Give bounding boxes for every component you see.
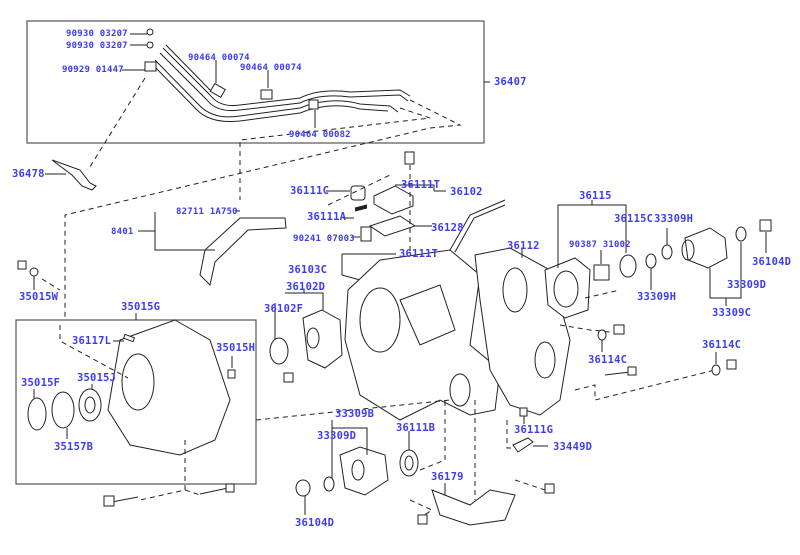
part-label-36111b[interactable]: 36111B: [396, 422, 436, 434]
part-label-90464-00074-b[interactable]: 90464 00074: [240, 63, 302, 73]
part-label-36117l[interactable]: 36117L: [72, 335, 112, 347]
bracket-36478: [51, 159, 97, 191]
part-label-90930-03207-a[interactable]: 90930 03207: [66, 29, 128, 39]
bolt-icon: [225, 483, 235, 493]
retainer-36102d: [302, 309, 343, 369]
washer-35015w: [29, 267, 39, 277]
part-label-36111g[interactable]: 36111G: [514, 424, 554, 436]
part-label-36104d-lower[interactable]: 36104D: [295, 517, 335, 529]
extension-36115: [544, 257, 591, 319]
part-label-90241-07003[interactable]: 90241 07003: [293, 234, 355, 244]
seal-36102f: [269, 337, 289, 365]
part-label-90464-00074-a[interactable]: 90464 00074: [188, 53, 250, 63]
part-label-90464-00082[interactable]: 90464 00082: [289, 130, 351, 140]
bracket-8401: [199, 217, 287, 287]
seal-36111b: [399, 449, 419, 477]
flange-33309c: [684, 227, 728, 269]
bolt-icon: [103, 495, 115, 507]
clamp-icon: [144, 61, 157, 72]
part-label-36102[interactable]: 36102: [450, 186, 483, 198]
seal-33309h: [645, 253, 657, 269]
part-label-36115[interactable]: 36115: [579, 190, 612, 202]
nut-36104d: [295, 479, 311, 497]
bolt-icon: [146, 28, 154, 36]
bushing-90387: [593, 264, 610, 281]
part-label-36407[interactable]: 36407: [494, 76, 527, 88]
part-label-33309c[interactable]: 33309C: [712, 307, 752, 319]
part-label-36102f[interactable]: 36102F: [264, 303, 304, 315]
pin-36117l: [122, 333, 136, 343]
bolt-icon: [627, 366, 637, 376]
tube-assembly: [64, 28, 490, 320]
part-label-35015g[interactable]: 35015G: [121, 301, 161, 313]
part-label-36103c[interactable]: 36103C: [288, 264, 328, 276]
part-label-8401[interactable]: 8401: [111, 227, 134, 237]
part-label-36114c-center[interactable]: 36114C: [588, 354, 628, 366]
pin-36111g: [519, 407, 528, 417]
part-label-36102d[interactable]: 36102D: [286, 281, 326, 293]
part-label-90930-03207-b[interactable]: 90930 03207: [66, 41, 128, 51]
part-label-36114c-right[interactable]: 36114C: [702, 339, 742, 351]
bolt-icon: [417, 514, 428, 525]
bolt-icon: [726, 359, 737, 370]
part-label-90929-01447[interactable]: 90929 01447: [62, 65, 124, 75]
ring-35157b: [51, 391, 75, 429]
spring-36111a: [354, 204, 368, 212]
ball-90241: [360, 226, 372, 242]
adapter-35015g: [107, 319, 231, 456]
part-label-82711-1a750[interactable]: 82711 1A750: [176, 207, 238, 217]
part-label-35015j[interactable]: 35015J: [77, 372, 117, 384]
part-label-36104d-right[interactable]: 36104D: [752, 256, 792, 268]
part-label-36112[interactable]: 36112: [507, 240, 540, 252]
guard-36179: [431, 489, 516, 526]
nut-36104d: [759, 219, 772, 232]
part-label-33309b[interactable]: 33309B: [335, 408, 375, 420]
part-label-33309h-lower[interactable]: 33309H: [637, 291, 677, 303]
part-label-35157b[interactable]: 35157B: [54, 441, 94, 453]
clip-icon: [209, 82, 226, 99]
transfer-case-36103c: [344, 249, 501, 421]
clip-icon: [260, 89, 273, 100]
nut-36114c: [597, 329, 607, 341]
bolt-icon: [146, 41, 154, 49]
oring-33309h: [661, 244, 673, 260]
bolt-icon: [17, 260, 27, 270]
part-label-36111t-lower[interactable]: 36111T: [399, 248, 439, 260]
part-label-35015f[interactable]: 35015F: [21, 377, 61, 389]
seal-36115c: [619, 254, 637, 278]
part-label-35015w[interactable]: 35015W: [19, 291, 59, 303]
part-label-33449d[interactable]: 33449D: [553, 441, 593, 453]
part-label-33309d-lower[interactable]: 33309D: [317, 430, 357, 442]
part-label-36478[interactable]: 36478: [12, 168, 45, 180]
washer-33309d: [323, 476, 335, 492]
part-label-36111a[interactable]: 36111A: [307, 211, 347, 223]
part-label-36128[interactable]: 36128: [431, 222, 464, 234]
part-label-36111c[interactable]: 36111C: [290, 185, 330, 197]
washer-33309d: [735, 226, 747, 242]
part-label-36111t-upper[interactable]: 36111T: [401, 179, 441, 191]
cover-36102: [373, 185, 414, 215]
seal-35015j: [78, 388, 102, 422]
plug-36111c: [350, 185, 366, 201]
gasket-36128: [368, 215, 417, 237]
lever-33449d: [512, 437, 534, 453]
snap-ring-35015f: [27, 397, 47, 431]
bolt-icon: [544, 483, 555, 494]
part-label-35015h[interactable]: 35015H: [216, 342, 256, 354]
bolt-icon: [613, 324, 625, 335]
part-label-90387-31002[interactable]: 90387 31002: [569, 240, 631, 250]
bolt-icon: [404, 151, 415, 165]
part-label-36179[interactable]: 36179: [431, 471, 464, 483]
part-label-33309d-right[interactable]: 33309D: [727, 279, 767, 291]
part-label-33309h-upper[interactable]: 33309H: [654, 213, 694, 225]
pin-35015h: [227, 369, 236, 379]
nut-36114c: [711, 364, 721, 376]
bolt-icon: [283, 372, 294, 383]
clip-icon: [308, 99, 319, 110]
part-label-36115c[interactable]: 36115C: [614, 213, 654, 225]
